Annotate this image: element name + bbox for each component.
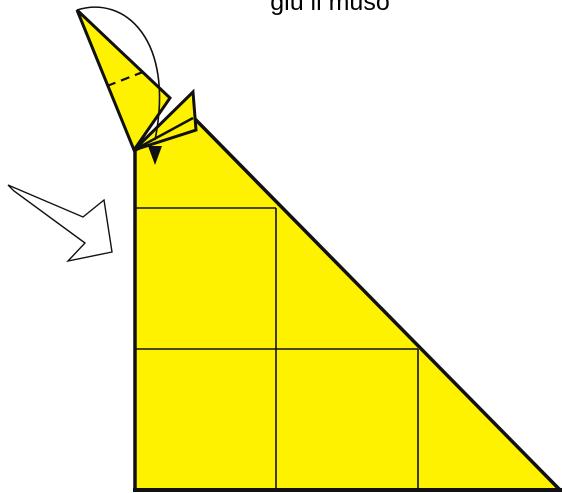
push-arrow-icon xyxy=(7,184,113,263)
paper-flap-crease xyxy=(133,116,194,152)
crease-lines xyxy=(135,207,419,490)
paper-body xyxy=(133,117,562,492)
fold-dashed-line xyxy=(106,68,149,88)
curved-fold-arrow-head xyxy=(148,146,162,165)
caption-text: giù il muso xyxy=(270,0,390,16)
paper-flap xyxy=(132,88,198,152)
curved-fold-arrow-icon xyxy=(76,6,161,141)
